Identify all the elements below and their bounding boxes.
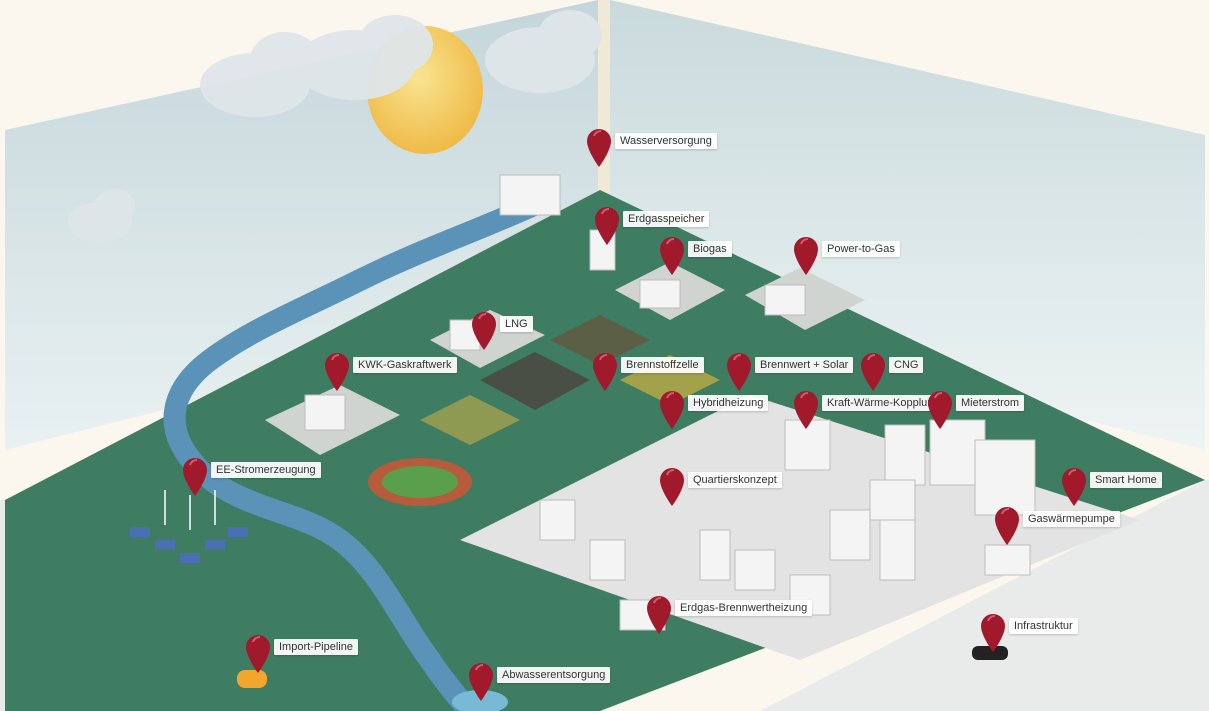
map-pin-icon[interactable] xyxy=(979,612,1007,652)
cloud xyxy=(68,10,602,242)
map-pin-icon[interactable] xyxy=(645,594,673,634)
marker-label[interactable]: Abwasserentsorgung xyxy=(497,667,611,683)
map-pin-icon[interactable] xyxy=(467,661,495,701)
map-pin-icon[interactable] xyxy=(658,389,686,429)
marker-label[interactable]: CNG xyxy=(889,357,924,373)
infrastructure-pipe xyxy=(972,646,1008,660)
solar-panels xyxy=(130,527,248,563)
map-pin-icon[interactable] xyxy=(181,456,209,496)
marker-label[interactable]: Hybridheizung xyxy=(688,395,769,411)
field xyxy=(480,352,590,410)
marker-label[interactable]: EE-Stromerzeugung xyxy=(211,462,321,478)
map-pin-icon[interactable] xyxy=(585,127,613,167)
map-pin-icon[interactable] xyxy=(244,633,272,673)
pipeline xyxy=(237,670,267,688)
field xyxy=(420,395,520,445)
marker-label[interactable]: Mieterstrom xyxy=(956,395,1025,411)
buildings xyxy=(304,174,1036,631)
map-pin-icon[interactable] xyxy=(1060,466,1088,506)
marker-label[interactable]: Brennwert + Solar xyxy=(755,357,854,373)
marker-label[interactable]: Brennstoffzelle xyxy=(621,357,704,373)
map-pin-icon[interactable] xyxy=(792,389,820,429)
map-pin-icon[interactable] xyxy=(792,235,820,275)
field xyxy=(550,315,650,365)
marker-label[interactable]: KWK-Gaskraftwerk xyxy=(353,357,457,373)
water-basin xyxy=(452,690,508,711)
marker-label[interactable]: LNG xyxy=(500,316,533,332)
map-pin-icon[interactable] xyxy=(470,310,498,350)
marker-label[interactable]: Power-to-Gas xyxy=(822,241,900,257)
marker-label[interactable]: Kraft-Wärme-Kopplung xyxy=(822,395,945,411)
marker-label[interactable]: Infrastruktur xyxy=(1009,618,1078,634)
map-pin-icon[interactable] xyxy=(993,505,1021,545)
map-pin-icon[interactable] xyxy=(658,235,686,275)
map-pin-icon[interactable] xyxy=(859,351,887,391)
map-pin-icon[interactable] xyxy=(591,351,619,391)
map-pin-icon[interactable] xyxy=(658,466,686,506)
marker-label[interactable]: Quartierskonzept xyxy=(688,472,782,488)
map-pin-icon[interactable] xyxy=(323,351,351,391)
map-pin-icon[interactable] xyxy=(593,205,621,245)
marker-label[interactable]: Smart Home xyxy=(1090,472,1162,488)
city-ground xyxy=(460,395,1140,660)
map-pin-icon[interactable] xyxy=(725,351,753,391)
marker-label[interactable]: Biogas xyxy=(688,241,732,257)
river xyxy=(163,189,556,711)
wind-turbines xyxy=(164,490,216,530)
marker-label[interactable]: Erdgasspeicher xyxy=(623,211,710,227)
marker-label[interactable]: Wasserversorgung xyxy=(615,133,717,149)
marker-label[interactable]: Gaswärmepumpe xyxy=(1023,511,1120,527)
marker-label[interactable]: Erdgas-Brennwertheizung xyxy=(675,600,813,616)
marker-label[interactable]: Import-Pipeline xyxy=(274,639,358,655)
map-pin-icon[interactable] xyxy=(926,389,954,429)
